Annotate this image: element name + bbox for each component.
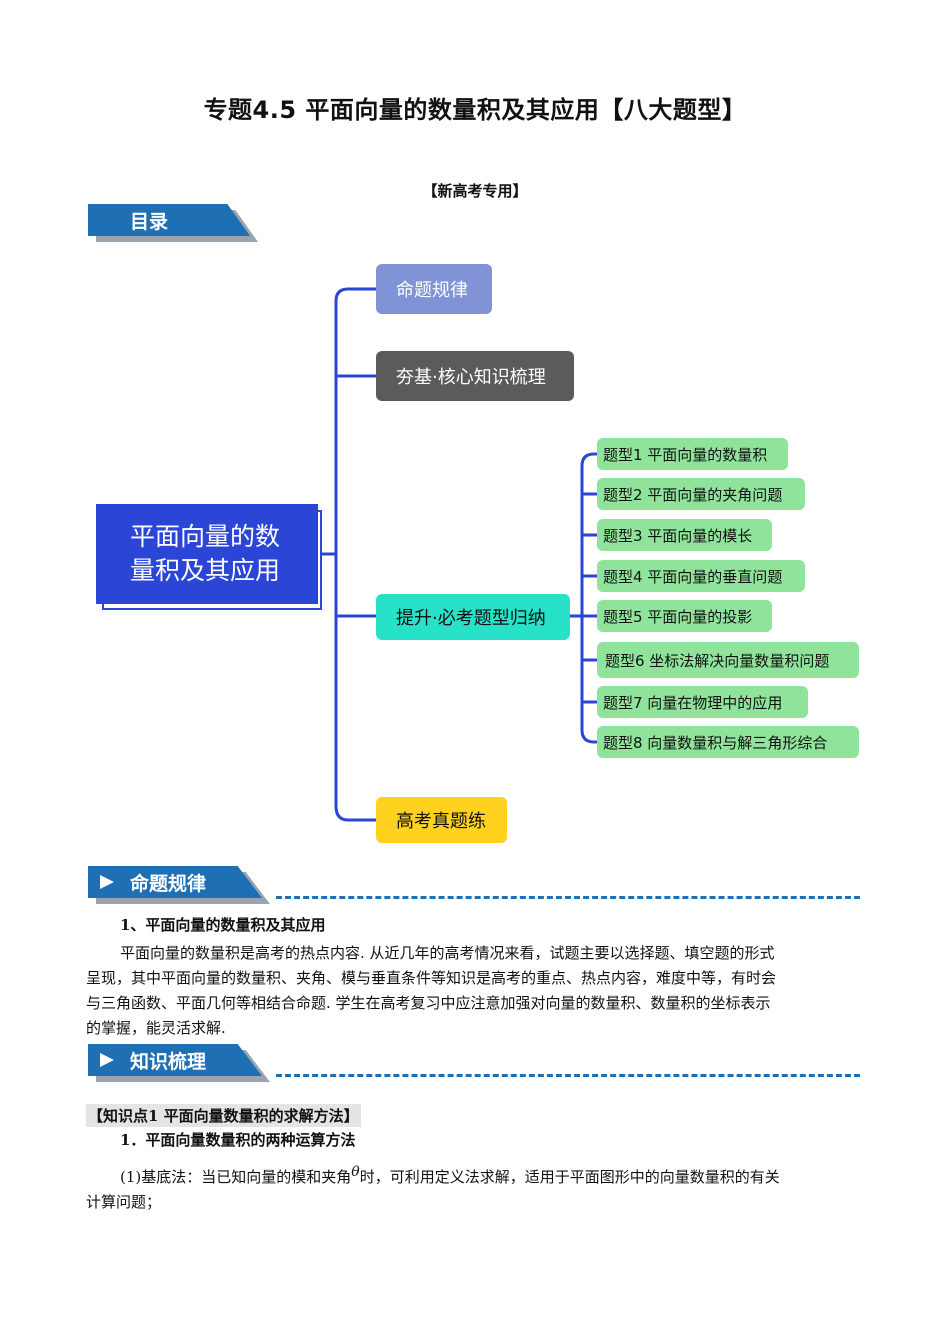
branch-hangji: 夯基·核心知识梳理 (376, 351, 574, 401)
branch-label: 夯基·核心知识梳理 (396, 367, 546, 388)
leaf-tixing-5: 题型5 平面向量的投影 (597, 600, 772, 632)
leaf-tixing-8: 题型8 向量数量积与解三角形综合 (597, 726, 859, 758)
play-arrow-icon (100, 875, 114, 889)
section2-heading: 1．平面向量数量积的两种运算方法 (120, 1131, 356, 1149)
section-banner-label: 命题规律 (130, 872, 207, 895)
leaf-tixing-2: 题型2 平面向量的夹角问题 (597, 478, 805, 510)
section-banner-label: 知识梳理 (130, 1050, 207, 1073)
section2-paragraph: (1)基底法：当已知向量的模和夹角θ时，可利用定义法求解，适用于平面图形中的向量… (86, 1160, 866, 1215)
page-subtitle: 【新高考专用】 (422, 182, 528, 200)
section1-heading: 1、平面向量的数量积及其应用 (120, 916, 326, 934)
paragraph-line: 计算问题； (86, 1193, 162, 1211)
paragraph-line: 呈现，其中平面向量的数量积、夹角、模与垂直条件等知识是高考的重点、热点内容，难度… (86, 969, 777, 987)
page-title: 专题4.5 平面向量的数量积及其应用【八大题型】 (203, 96, 747, 124)
mindmap-root: 平面向量的数 量积及其应用 (96, 504, 318, 604)
toc-banner-label: 目录 (130, 210, 169, 233)
paragraph-line: 平面向量的数量积是高考的热点内容. 从近几年的高考情况来看，试题主要以选择题、填… (120, 944, 775, 962)
section-banner-zhishi: 知识梳理 (88, 1044, 270, 1082)
toc-banner: 目录 (88, 204, 258, 242)
section-divider (276, 896, 860, 899)
branch-label: 提升·必考题型归纳 (396, 608, 546, 629)
mindmap-root-line2: 量积及其应用 (130, 556, 281, 585)
paragraph-line: (1)基底法：当已知向量的模和夹角θ时，可利用定义法求解，适用于平面图形中的向量… (120, 1164, 780, 1186)
section-divider (276, 1074, 860, 1077)
knowledge-point-tag: 【知识点1 平面向量数量积的求解方法】 (86, 1104, 361, 1127)
paragraph-line: 与三角函数、平面几何等相结合命题. 学生在高考复习中应注意加强对向量的数量积、数… (86, 994, 771, 1012)
play-arrow-icon (100, 1053, 114, 1067)
leaf-tixing-3: 题型3 平面向量的模长 (597, 519, 772, 551)
leaf-tixing-7: 题型7 向量在物理中的应用 (597, 686, 808, 718)
leaf-tixing-6: 题型6 坐标法解决向量数量积问题 (597, 642, 859, 678)
branch-label: 命题规律 (396, 280, 468, 301)
section-banner-mingti: 命题规律 (88, 866, 270, 904)
section1-paragraph: 平面向量的数量积是高考的热点内容. 从近几年的高考情况来看，试题主要以选择题、填… (86, 941, 866, 1041)
mindmap-root-line1: 平面向量的数 (130, 522, 281, 551)
leaf-tixing-1: 题型1 平面向量的数量积 (597, 438, 788, 470)
leaf-tixing-4: 题型4 平面向量的垂直问题 (597, 560, 805, 592)
branch-label: 高考真题练 (396, 811, 486, 832)
theta-symbol: θ (351, 1164, 360, 1180)
branch-tisheng: 提升·必考题型归纳 (376, 594, 570, 640)
branch-gaokao: 高考真题练 (376, 797, 507, 843)
branch-mingti-guilv: 命题规律 (376, 264, 492, 314)
paragraph-line: 的掌握，能灵活求解. (86, 1019, 226, 1037)
